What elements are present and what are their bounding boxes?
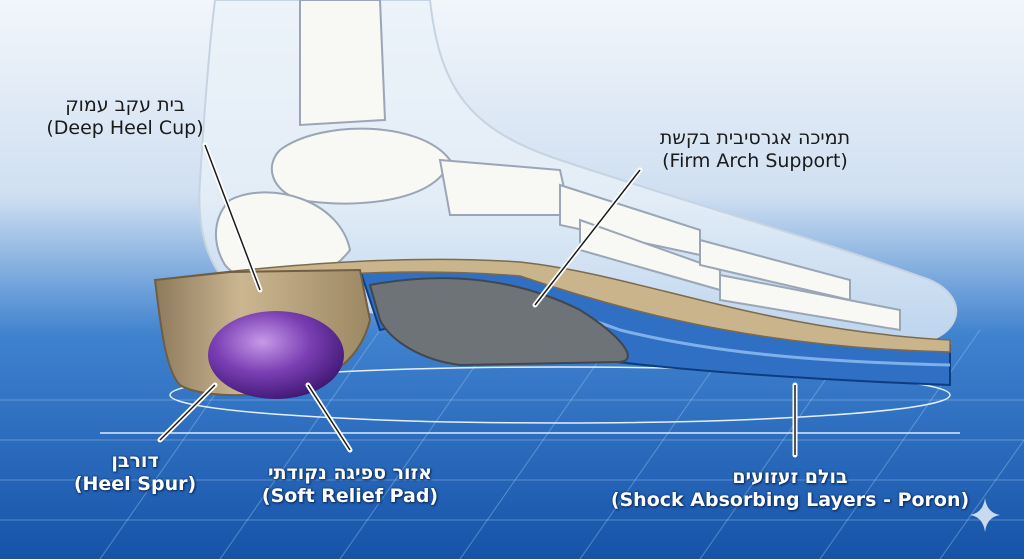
label-english: (Heel Spur) [73, 472, 197, 495]
footprint-outline [169, 366, 951, 424]
soft-relief-pad [208, 311, 344, 399]
callout-arrows-outline [159, 144, 796, 455]
insole-top-surface [153, 258, 951, 353]
label-english: (Deep Heel Cup) [46, 116, 204, 139]
label-shock-absorbing-layers: בולם זעזועים (Shock Absorbing Layers - P… [610, 466, 970, 512]
label-deep-heel-cup: בית עקב עמוק (Deep Heel Cup) [20, 94, 230, 140]
label-english: (Shock Absorbing Layers - Poron) [610, 488, 970, 511]
label-firm-arch-support: תמיכה אגרסיבית בקשת (Firm Arch Support) [640, 127, 870, 173]
label-heel-spur: דורבן (Heel Spur) [65, 450, 205, 496]
foot-bones [214, 0, 901, 332]
label-hebrew: בית עקב עמוק [65, 94, 185, 116]
label-hebrew: דורבן [111, 450, 159, 472]
arch-support-shell [368, 277, 629, 367]
label-hebrew: אזור ספיגה נקודתי [267, 462, 433, 484]
label-hebrew: תמיכה אגרסיבית בקשת [659, 127, 851, 149]
label-soft-relief-pad: אזור ספיגה נקודתי (Soft Relief Pad) [250, 462, 450, 508]
label-english: (Soft Relief Pad) [261, 484, 439, 507]
label-english: (Firm Arch Support) [662, 149, 848, 172]
sparkle-icon [970, 498, 1000, 532]
label-hebrew: בולם זעזועים [732, 466, 848, 488]
